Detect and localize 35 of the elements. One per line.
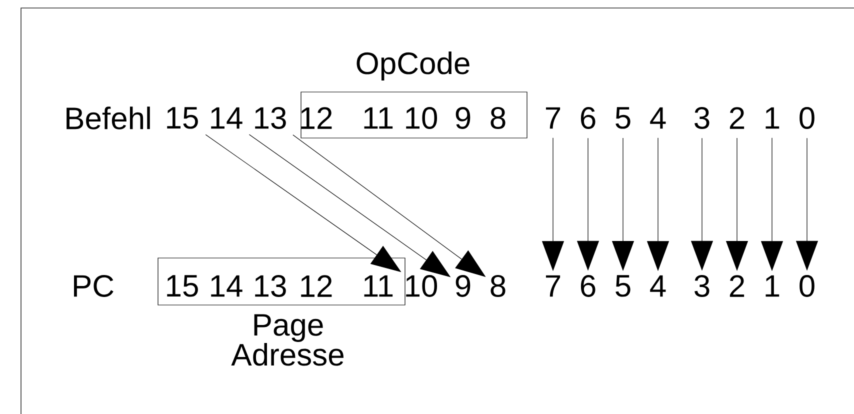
bit-number: 3 — [694, 107, 710, 129]
bit-number: 10 — [406, 107, 438, 129]
bit-number: 6 — [580, 275, 596, 297]
bit-number: 7 — [546, 275, 560, 297]
bit-number: 4 — [650, 275, 666, 297]
bit-number: 1 — [766, 275, 780, 297]
bit-number: 15 — [167, 275, 198, 297]
bit-number: 10 — [406, 275, 438, 297]
bit-number: 12 — [301, 275, 332, 297]
bit-number: 11 — [364, 107, 393, 129]
bit-number: 14 — [211, 275, 242, 297]
bit-number: 5 — [616, 107, 630, 129]
row-label: PC — [74, 275, 114, 297]
bit-number: 11 — [364, 275, 393, 297]
bit-number: 15 — [167, 107, 198, 129]
bit-number: 2 — [730, 275, 744, 297]
node-label: OpCode — [356, 52, 470, 80]
bit-number: 4 — [650, 107, 666, 129]
node-label: Page Adresse — [231, 314, 344, 366]
bit-number: 8 — [490, 275, 506, 297]
bit-number: 13 — [255, 275, 286, 297]
bit-number: 0 — [800, 275, 814, 297]
bit-number: 3 — [694, 275, 710, 297]
bit-number: 14 — [211, 107, 242, 129]
bit-number: 9 — [456, 107, 470, 129]
bit-number: 2 — [730, 107, 744, 129]
bit-number: 8 — [490, 107, 506, 129]
bit-number: 0 — [800, 107, 814, 129]
bit-number: 6 — [580, 107, 596, 129]
bit-number: 1 — [766, 107, 780, 129]
row-label: Befehl — [66, 106, 150, 130]
bit-number: 9 — [456, 275, 470, 297]
bit-number: 5 — [616, 275, 630, 297]
bit-number: 7 — [546, 107, 560, 129]
bit-number: 13 — [255, 107, 286, 129]
